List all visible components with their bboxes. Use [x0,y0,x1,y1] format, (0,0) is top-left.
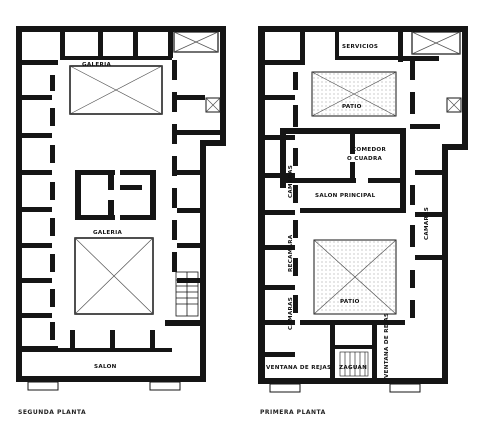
left-east-bottom-wall [200,320,206,382]
right-outer-wall-west [258,26,265,384]
left-courtyard-bottom [74,237,154,315]
right-top-partition-1 [300,32,305,62]
right-outer-wall-east-lower [442,144,448,384]
right-top-partition-3 [398,32,403,62]
room-label-ventana-2: VENTANA DE REJAS [384,313,390,378]
left-top-partition-4 [168,32,173,58]
room-label-salon-principal: SALON PRINCIPAL [315,193,376,199]
right-outer-wall-east-upper [462,26,468,150]
left-outer-wall-west [16,26,22,382]
right-east-room-walls [410,60,442,318]
room-label-comedor-2: O CUADRA [347,156,383,162]
left-stair-base-wall [165,320,206,326]
room-label-camaras-1: CAMARAS [288,165,294,198]
left-entry-steps [27,381,181,391]
left-setback-wall [200,140,226,146]
right-floor-plan [258,26,468,384]
left-floor-plan [16,26,226,382]
left-outer-wall-south [16,376,206,382]
left-small-hatch [205,97,221,113]
room-label-camaras-2: CAMARAS [288,297,294,330]
room-label-recamara: RECAMARA [288,234,294,272]
right-top-partition-2 [335,32,339,60]
room-label-camaras-3: CAMARAS [424,207,430,240]
right-servicios-south-wall [339,56,399,60]
room-label-galeria-mid: GALERIA [93,230,122,236]
left-galeria-north-wall [60,56,172,60]
left-courtyard-top [69,65,163,115]
right-courtyard-top [311,71,397,117]
room-label-ventana-1: VENTANA DE REJAS [266,365,331,371]
right-outer-wall-south [258,378,448,384]
room-label-patio-top: PATIO [342,104,362,110]
left-central-rooms [75,170,156,220]
left-top-partition-2 [98,32,103,58]
right-skylight-box [411,31,461,55]
left-top-partition-1 [60,32,65,60]
right-courtyard-bottom [313,239,397,315]
room-label-servicios: SERVICIOS [342,44,378,50]
right-front-walls [300,320,405,380]
left-staircase [175,271,199,317]
room-label-comedor-1: COMEDOR [352,147,386,153]
caption-segunda-planta: SEGUNDA PLANTA [18,409,86,416]
right-outer-wall-north [258,26,468,32]
left-outer-wall-east-lower [200,140,206,320]
left-outer-wall-east-upper [220,26,226,146]
right-entry-steps [269,383,421,393]
left-west-room-walls [22,75,58,351]
left-salon-walls [22,330,172,352]
left-outer-wall-north [16,26,226,32]
right-nw-room-wall [265,60,305,65]
left-east-room-walls [172,60,222,283]
right-zaguan-grille [339,351,369,377]
left-skylight-box [173,31,219,53]
room-label-patio-bottom: PATIO [340,299,360,305]
left-corner-wall [22,60,58,65]
caption-primera-planta: PRIMERA PLANTA [260,409,326,416]
right-ne-room-wall [403,56,439,61]
right-setback-wall [442,144,468,150]
right-small-hatch [446,97,462,113]
left-top-partition-3 [133,32,138,58]
right-central-rooms [280,128,406,213]
room-label-zaguan: ZAGUAN [339,365,367,371]
room-label-galeria-top: GALERIA [82,62,111,68]
room-label-salon: SALON [94,364,117,370]
